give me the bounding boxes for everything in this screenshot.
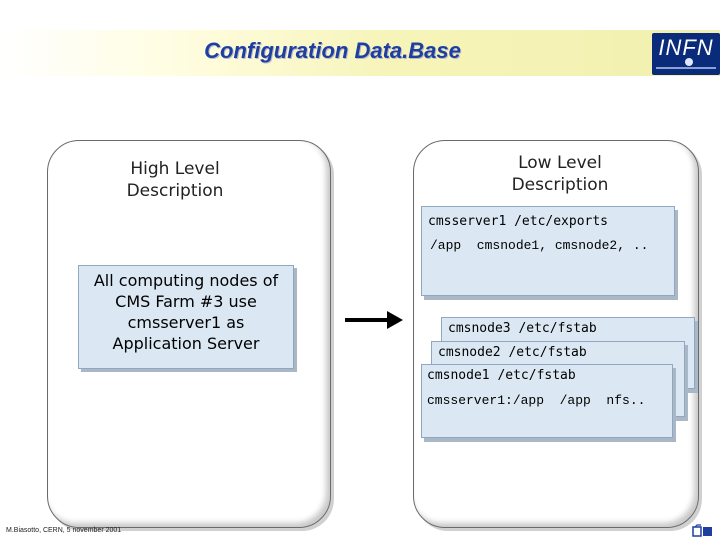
fstab-card-header: cmsnode1 /etc/fstab <box>427 368 576 383</box>
statement-line: Application Server <box>112 334 260 353</box>
fstab-card-entry: cmsserver1:/app /app nfs.. <box>427 393 646 408</box>
logo-dot-icon <box>685 58 693 66</box>
high-level-label-line1: High Level <box>130 159 220 179</box>
title-band <box>0 30 720 76</box>
footer-credit: M.Biasotto, CERN, 5 november 2001 <box>6 527 122 534</box>
logo-underline <box>656 67 716 69</box>
fstab-card-header: cmsnode2 /etc/fstab <box>438 345 587 360</box>
statement-line: All computing nodes of <box>93 271 279 290</box>
low-level-label: Low Level Description <box>490 152 630 196</box>
fstab-card-cmsnode1 <box>421 364 673 438</box>
low-level-label-line1: Low Level <box>518 153 602 173</box>
right-arrow-icon <box>345 311 403 329</box>
exports-card-entry: /app cmsnode1, cmsnode2, .. <box>430 238 649 253</box>
statement-line: cmsserver1 as <box>127 313 245 332</box>
slide-nav-icon[interactable] <box>692 524 714 538</box>
infn-logo: INFN <box>652 33 720 75</box>
fstab-card-header: cmsnode3 /etc/fstab <box>448 321 597 336</box>
high-level-label: High Level Description <box>110 158 240 202</box>
high-level-label-line2: Description <box>126 181 224 201</box>
exports-card <box>421 206 675 296</box>
logo-text: INFN <box>658 35 714 60</box>
low-level-label-line2: Description <box>511 175 609 195</box>
slide-title: Configuration Data.Base <box>204 38 461 63</box>
high-level-statement: All computing nodes of CMS Farm #3 use c… <box>78 265 294 369</box>
statement-line: CMS Farm #3 use <box>115 292 257 311</box>
exports-card-header: cmsserver1 /etc/exports <box>428 214 609 229</box>
